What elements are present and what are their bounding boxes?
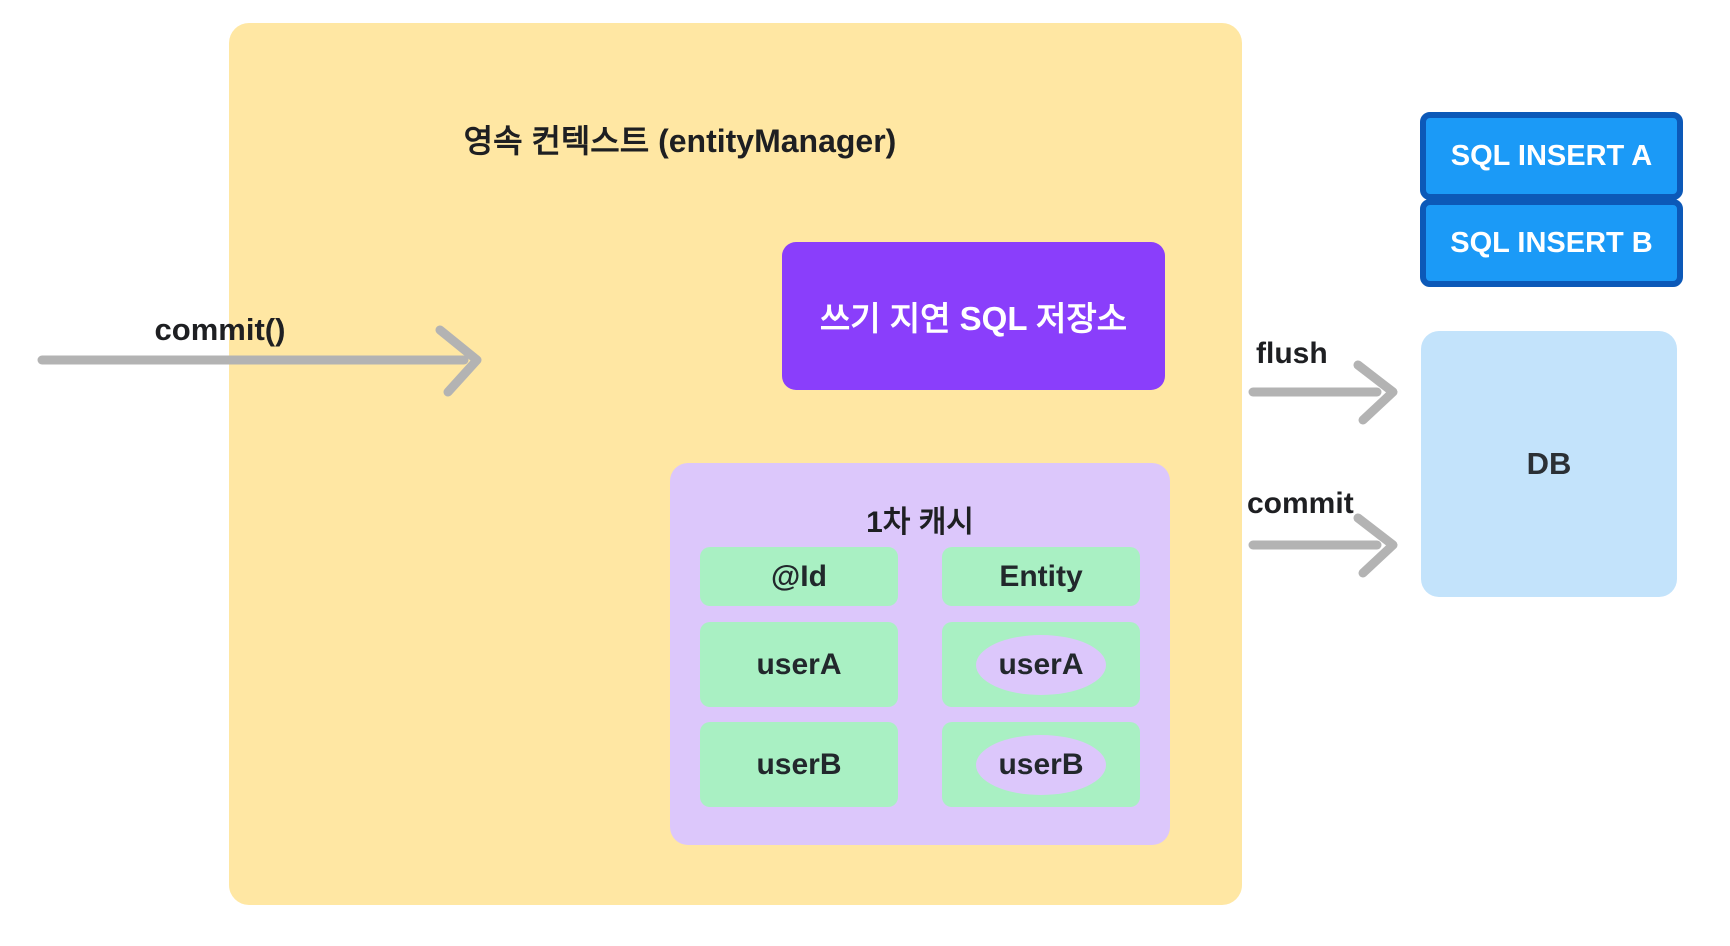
- write-behind-sql-store-label: 쓰기 지연 SQL 저장소: [819, 300, 1128, 337]
- sql-insert-a-block: SQL INSERT A: [1420, 112, 1683, 200]
- cache-entity-usera-label: userA: [998, 647, 1084, 681]
- entity-usera-ellipse: userA: [976, 634, 1106, 695]
- commit-label: commit: [1247, 487, 1354, 520]
- commit-arrow: [1248, 513, 1398, 578]
- database-label: DB: [1526, 446, 1572, 481]
- commit-call-label: commit(): [154, 312, 286, 347]
- entity-userb-ellipse: userB: [976, 734, 1106, 795]
- cache-entity-header-label: Entity: [999, 559, 1083, 593]
- cache-id-cell-userb: userB: [700, 722, 898, 807]
- cache-id-userb-label: userB: [756, 747, 842, 781]
- cache-entity-header-cell: Entity: [942, 547, 1140, 606]
- commit-call-arrow: [37, 325, 482, 397]
- sql-insert-b-block: SQL INSERT B: [1420, 199, 1683, 287]
- sql-insert-a-label: SQL INSERT A: [1450, 139, 1653, 172]
- flush-arrow: [1248, 360, 1398, 425]
- write-behind-sql-store-box: 쓰기 지연 SQL 저장소: [782, 242, 1165, 390]
- first-level-cache-box: 1차 캐시 @Id Entity userA userA userB userB: [670, 463, 1170, 845]
- cache-entity-userb-label: userB: [998, 747, 1084, 781]
- flush-label: flush: [1256, 337, 1328, 370]
- cache-id-usera-label: userA: [756, 647, 842, 681]
- database-box: DB: [1421, 331, 1677, 597]
- persistence-context-title: 영속 컨텍스트 (entityManager): [463, 123, 897, 159]
- cache-id-header-label: @Id: [771, 559, 827, 593]
- cache-entity-cell-usera: userA: [942, 622, 1140, 707]
- first-level-cache-title: 1차 캐시: [866, 506, 974, 539]
- cache-entity-cell-userb: userB: [942, 722, 1140, 807]
- cache-id-header-cell: @Id: [700, 547, 898, 606]
- cache-id-cell-usera: userA: [700, 622, 898, 707]
- sql-insert-b-label: SQL INSERT B: [1450, 226, 1653, 259]
